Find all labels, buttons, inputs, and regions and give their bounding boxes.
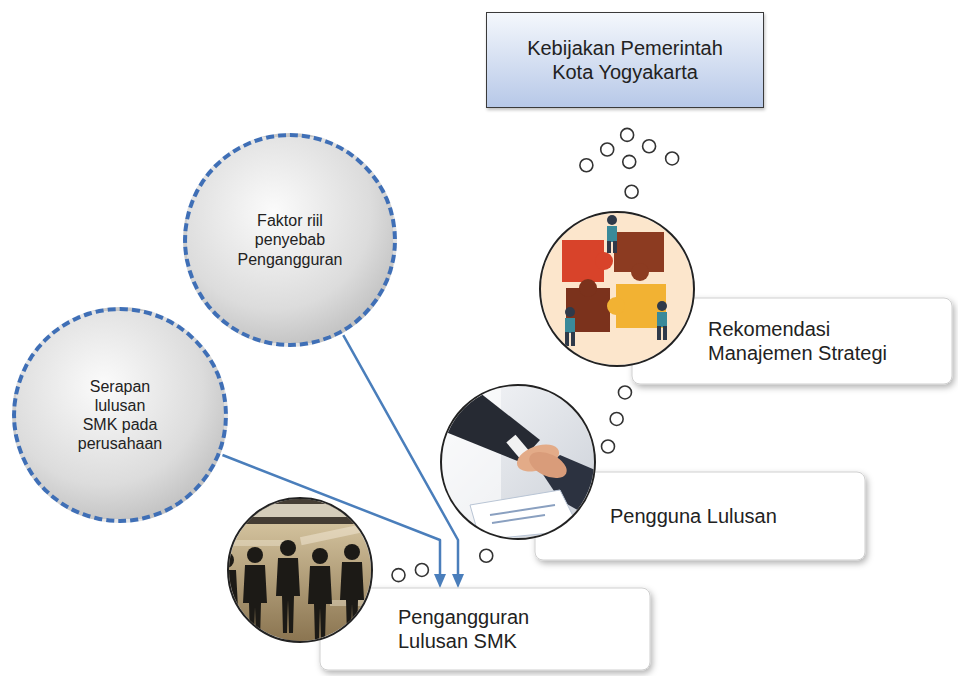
text-stack: Rekomendasi Manajemen Strategi: [708, 317, 908, 365]
node-text: Pengguna Lulusan: [610, 504, 777, 528]
trail-dot: [480, 549, 493, 562]
connector: [602, 386, 632, 453]
node-text: Pengangguran Lulusan SMK: [398, 605, 568, 653]
trail-dot: [415, 563, 428, 576]
node-text: Kebijakan Pemerintah Kota Yogyakarta: [515, 36, 735, 84]
text-stack: Kebijakan Pemerintah Kota Yogyakarta: [515, 36, 735, 84]
stage-label-box: Pengguna Lulusan: [535, 472, 865, 560]
connector: [392, 549, 493, 581]
stage-label-box: Pengangguran Lulusan SMK: [320, 588, 650, 670]
trail-dot: [610, 412, 623, 425]
unemployment-picture: [214, 498, 380, 645]
trail-dot: [643, 140, 656, 153]
trail-dot: [601, 143, 614, 156]
trail-dot: [625, 185, 638, 198]
connector: [580, 128, 679, 198]
node-text: Rekomendasi Manajemen Strategi: [708, 317, 908, 365]
factor-circle: Serapan lulusan SMK pada perusahaan: [12, 307, 228, 523]
stage-label-box: Rekomendasi Manajemen Strategi: [632, 298, 952, 384]
text-stack: Pengangguran Lulusan SMK: [398, 605, 568, 653]
trail-dot: [621, 128, 634, 141]
label-card: [320, 588, 650, 670]
trail-dot: [602, 440, 615, 453]
arrow-head: [452, 574, 464, 588]
arrow-head: [434, 574, 446, 588]
trail-dot: [623, 155, 636, 168]
text-stack: Serapan lulusan SMK pada perusahaan: [76, 377, 164, 454]
trail-dot: [666, 152, 679, 165]
node-text: Faktor riil penyebab Pengangguran: [230, 211, 350, 269]
node-text: Serapan lulusan SMK pada perusahaan: [76, 377, 164, 454]
factor-circle: Faktor riil penyebab Pengangguran: [183, 133, 397, 347]
puzzle-picture: [540, 212, 694, 366]
policy-box: Kebijakan Pemerintah Kota Yogyakarta: [486, 12, 764, 108]
text-stack: Pengguna Lulusan: [610, 504, 777, 528]
trail-dot: [618, 386, 631, 399]
text-stack: Faktor riil penyebab Pengangguran: [230, 211, 350, 269]
trail-dot: [580, 159, 593, 172]
handshake-picture: [441, 385, 595, 540]
trail-dot: [392, 569, 405, 582]
